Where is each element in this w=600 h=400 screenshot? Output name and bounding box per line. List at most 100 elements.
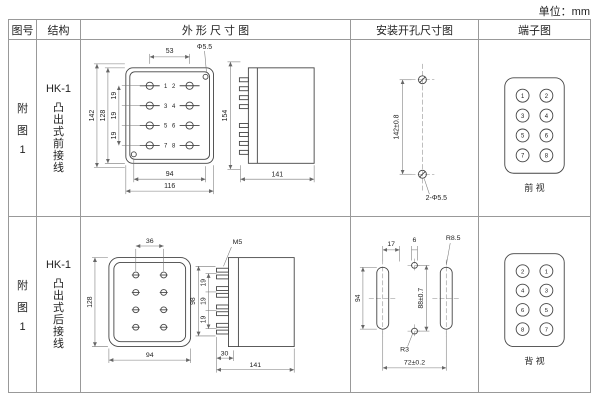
dimension-lines [93,50,315,195]
dim-label-side-height: 154 [222,110,229,122]
dim-label-pitch: 19 [111,112,118,120]
mounting-slots-and-holes [376,262,453,335]
holes-callout-label: 2-Φ5.5 [426,195,447,202]
terminal-cell-2: 2 1 4 3 6 5 8 7 背 视 [479,217,590,392]
dim-label-hole: Φ5.5 [197,44,212,51]
structure-char: 凸 [53,278,64,290]
terminal-number: 8 [545,154,549,160]
structure-char: 凸 [53,101,64,114]
dim-label-height: 128 [87,296,94,307]
terminal-number: 4 [545,114,549,120]
structure-char: 式 [53,302,64,314]
terminal-number: 4 [172,104,176,110]
terminal-number: 4 [521,289,525,295]
unit-label: 单位：mm [538,6,590,18]
dim-label-depth-front: 30 [221,350,229,357]
terminal-block [504,77,565,174]
header-structure: 结构 [37,20,81,40]
terminal-number: 6 [521,308,524,314]
structure-char: 出 [53,290,64,302]
outline-cell-2: 36 128 94 98 19 19 19 M5 30 141 [81,217,351,392]
terminal-diagram-front-view: 1 2 3 4 5 6 7 8 前 视 [504,77,565,193]
radius-hole-label: R3 [400,346,409,353]
mounting-holes [418,75,427,179]
dim-label-horizontal: 72±0.2 [404,360,425,367]
fig-char: 图 [17,301,28,314]
mounting-cell-1: 142±0.8 2-Φ5.5 [351,40,479,217]
dim-label-pitch: 19 [200,297,207,305]
dim-label-pitch: 19 [200,316,207,324]
structure-char: 后 [53,314,64,326]
fig-no-cell-2: 附 图 1 [9,217,37,392]
outline-drawing-front-wiring: 1 2 3 4 5 6 7 8 [89,44,315,195]
fig-char: 附 [17,279,28,292]
structure-cell-1: HK-1 凸 出 式 前 接 线 [37,40,81,217]
dim-label-top-width: 36 [146,238,154,245]
dim-label-top-width: 53 [166,48,174,55]
dim-label-side-depth: 141 [271,172,283,179]
structure-char: 线 [53,338,64,350]
dim-label-pitch: 19 [111,92,118,100]
terminal-number: 2 [521,269,524,275]
mounting-drawing-front-wiring: 142±0.8 2-Φ5.5 [394,63,447,202]
fig-no-cell-1: 附 图 1 [9,40,37,217]
centerlines [410,63,435,192]
fig-char: 附 [17,103,28,115]
terminal-number: 3 [521,114,525,120]
dimension-lines [399,79,430,195]
terminal-number: 7 [521,154,524,160]
spec-table: 图号 结构 外 形 尺 寸 图 安装开孔尺寸图 端子图 附 图 1 HK-1 凸… [8,19,591,393]
terminal-block [504,253,565,347]
terminal-number: 7 [164,144,168,150]
structure-char: 接 [53,149,64,162]
terminal-number: 3 [164,104,168,110]
terminal-number: 8 [172,144,176,150]
dim-label-holes-vertical: 88±0.7 [418,288,425,309]
model-label: HK-1 [45,259,72,271]
header-fig-no: 图号 [9,20,37,40]
centerlines [368,258,461,338]
mounting-cell-2: 17 6 R8.5 94 88±0.7 R3 72±0.2 [351,217,479,392]
relay-front-view [125,67,214,164]
dim-label-height-inner: 128 [100,110,107,122]
terminal-number: 5 [521,134,525,140]
dim-label-vertical: 94 [355,294,362,302]
dim-label-offset: 17 [387,241,395,248]
dim-label-hole-spacing: 142±0.8 [394,114,401,139]
outline-drawing-rear-wiring: 36 128 94 98 19 19 19 M5 30 141 [87,238,295,373]
dim-label-pitch: 19 [200,279,207,287]
terminal-number: 1 [521,94,525,100]
structure-char: 出 [53,113,64,126]
dim-label-depth-total: 141 [250,362,262,369]
terminal-number: 7 [545,327,548,333]
header-outline: 外 形 尺 寸 图 [81,20,351,40]
structure-char: 前 [53,137,64,150]
terminal-cell-1: 1 2 3 4 5 6 7 8 前 视 [479,40,590,217]
view-label: 背 视 [524,355,544,366]
terminal-number: 6 [545,134,549,140]
header-terminal: 端子图 [479,20,590,40]
dim-label-pitch: 19 [111,131,118,139]
header-mounting: 安装开孔尺寸图 [351,20,479,40]
dim-label-height-outer: 142 [89,110,96,122]
fig-char: 1 [19,144,26,156]
terminal-number: 3 [545,289,548,295]
terminal-diagram-rear-view: 2 1 4 3 6 5 8 7 背 视 [504,253,565,366]
dimension-lines [359,243,451,371]
mounting-drawing-rear-wiring: 17 6 R8.5 94 88±0.7 R3 72±0.2 [355,235,461,371]
terminal-number: 8 [521,327,524,333]
relay-side-view [238,67,315,164]
outline-cell-1: 1 2 3 4 5 6 7 8 [81,40,351,217]
relay-side-view-rear [216,257,295,347]
fig-char: 1 [19,320,26,333]
terminal-number: 1 [545,269,548,275]
structure-char: 线 [53,161,64,174]
structure-char: 式 [53,125,64,138]
dim-label-side-height: 98 [190,297,197,305]
dim-label-gap: 6 [413,237,417,244]
dim-label-width-inner: 94 [166,171,174,178]
structure-char: 接 [53,326,64,338]
structure-cell-2: HK-1 凸 出 式 后 接 线 [37,217,81,392]
terminal-number: 1 [164,84,168,90]
